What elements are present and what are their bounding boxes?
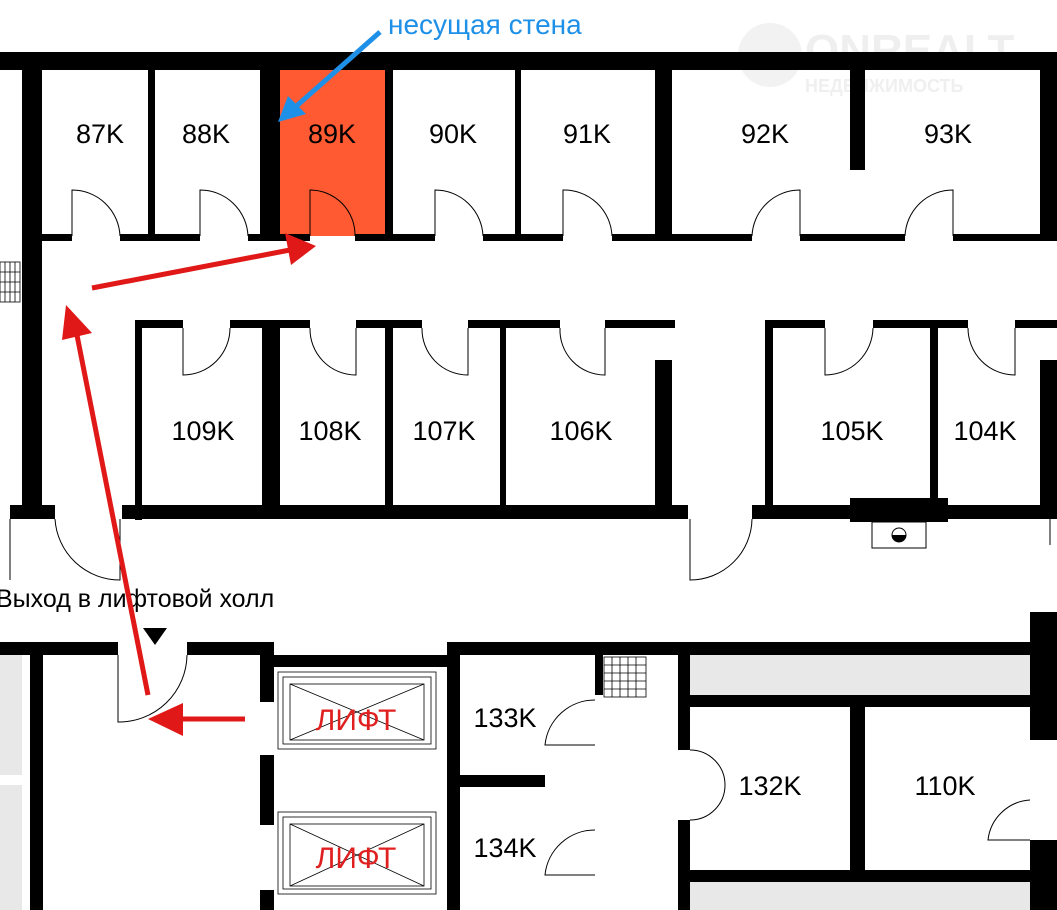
room-label-132k: 132K xyxy=(738,771,801,801)
room-label-91k: 91K xyxy=(563,119,611,149)
door-swings xyxy=(9,189,1051,876)
room-label-105k: 105K xyxy=(820,416,883,446)
highlighted-room-89k[interactable] xyxy=(280,70,385,236)
lift-2 xyxy=(277,811,437,895)
room-label-92k: 92K xyxy=(741,119,789,149)
lift-label: ЛИФТ xyxy=(316,842,397,875)
annotation-arrow-icon xyxy=(278,30,382,122)
room-label-88k: 88K xyxy=(182,119,230,149)
exit-label: Выход в лифтовой холл xyxy=(0,585,274,613)
room-label-87k: 87K xyxy=(76,119,124,149)
ventilation-grid-icon xyxy=(0,261,647,698)
room-label-134k: 134K xyxy=(473,833,536,863)
room-label-109k: 109K xyxy=(171,416,234,446)
room-label-106k: 106K xyxy=(549,416,612,446)
bearing-wall-annotation: несущая стена xyxy=(388,9,582,40)
exit-marker-icon xyxy=(143,628,167,645)
room-label-108k: 108K xyxy=(298,416,361,446)
room-label-90k: 90K xyxy=(429,119,477,149)
room-label-107k: 107K xyxy=(412,416,475,446)
shaft-area xyxy=(0,785,22,910)
walls xyxy=(0,52,1057,910)
technical-area xyxy=(690,880,1030,910)
lift-label: ЛИФТ xyxy=(316,704,397,737)
route-arrows xyxy=(62,233,316,736)
shaft-area xyxy=(0,655,22,775)
room-label-89k: 89K xyxy=(308,119,356,149)
room-label-104k: 104K xyxy=(953,416,1016,446)
watermark-subtitle: НЕДВИЖИМОСТЬ xyxy=(805,76,964,96)
fire-hydrant-box xyxy=(871,521,927,549)
room-label-133k: 133K xyxy=(473,703,536,733)
lift-1 xyxy=(277,671,437,750)
technical-area xyxy=(690,655,1030,695)
room-label-93k: 93K xyxy=(924,119,972,149)
room-label-110k: 110K xyxy=(914,771,975,801)
